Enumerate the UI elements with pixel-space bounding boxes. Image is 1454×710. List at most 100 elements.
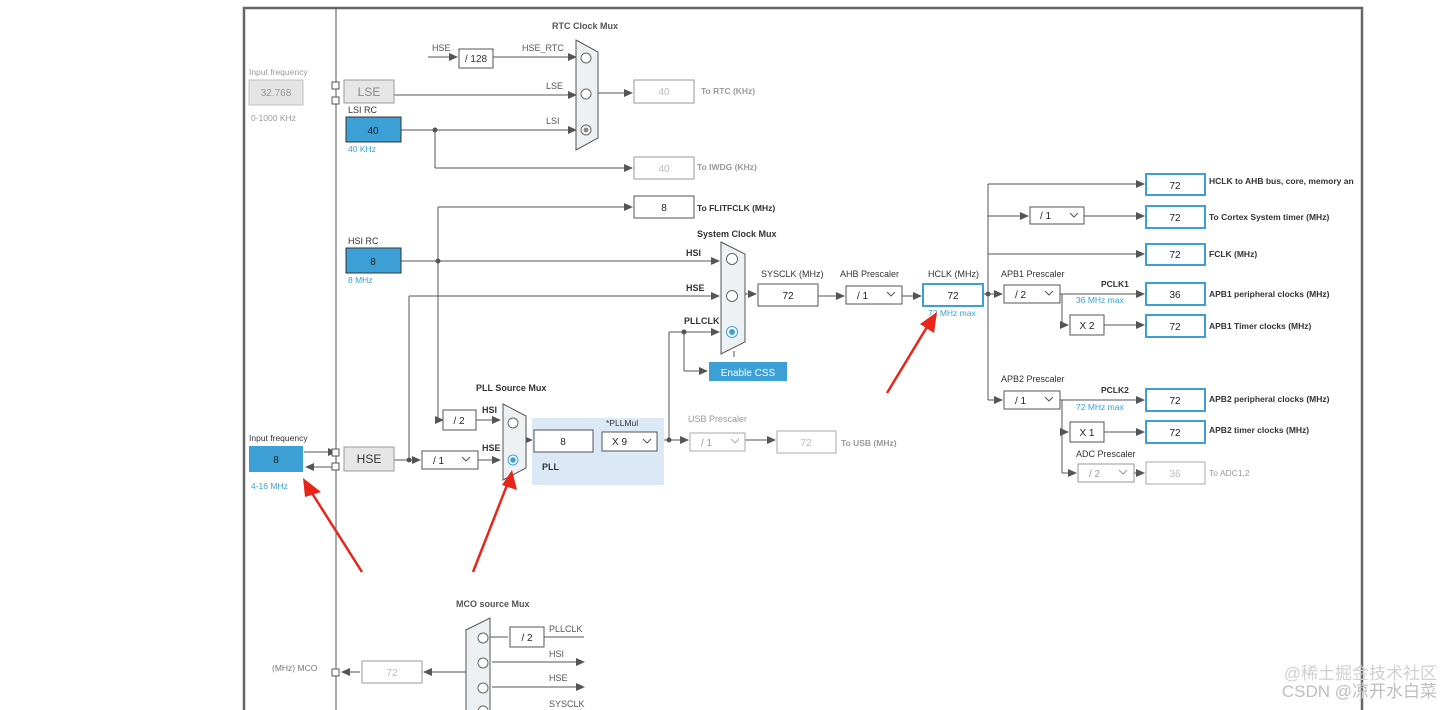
apb1-timer-multiplier — [1069, 314, 1105, 336]
hse-input-label: Input frequency — [249, 433, 308, 443]
red-arrow-head-hse-input — [303, 478, 321, 497]
lsi-line-label: LSI — [546, 116, 560, 126]
sys-mux-radio-hsi[interactable] — [726, 253, 738, 265]
apb1-multiplier-value: X 2 — [1079, 321, 1094, 332]
adc-chevron-down-icon — [1118, 469, 1128, 475]
enable-css-label: Enable CSS — [721, 368, 776, 379]
mco-radio-sysclk[interactable] — [477, 705, 489, 710]
apb1-timer-value: 72 — [1169, 322, 1181, 333]
adc-output-value: 36 — [1169, 469, 1181, 480]
apb1-prescaler-label: APB1 Prescaler — [1001, 269, 1065, 279]
pclk2-label: PCLK2 — [1101, 385, 1129, 395]
usb-output-box — [776, 430, 837, 454]
watermark-line2: CSDN @凉开水白菜 — [1282, 682, 1437, 701]
mco-label: (MHz) MCO — [272, 663, 318, 673]
apb1-max: 36 MHz max — [1076, 295, 1124, 305]
apb2-multiplier-value: X 1 — [1079, 428, 1094, 439]
pll-label: PLL — [542, 462, 560, 472]
pll-src-hse-label: HSE — [482, 443, 501, 453]
mco-sysclk-label: SYSCLK — [549, 699, 585, 709]
apb1-timer-box — [1145, 314, 1206, 338]
adc-prescaler-select[interactable] — [1077, 463, 1135, 483]
hse-range: 4-16 MHz — [251, 481, 288, 491]
adc-output-label: To ADC1,2 — [1209, 468, 1250, 478]
hse-prediv-value: / 1 — [433, 456, 445, 467]
apb1-prescaler-select[interactable] — [1003, 284, 1061, 304]
pll-source-mux[interactable] — [502, 403, 527, 481]
hsi-div2-value: / 2 — [453, 416, 465, 427]
mco-div2-value: / 2 — [521, 633, 533, 644]
fclk-value: 72 — [1169, 250, 1181, 261]
hsi-rc-unit: 8 MHz — [348, 275, 373, 285]
annotation-arrows — [308, 321, 932, 573]
mco-radio-pllclk[interactable] — [477, 632, 489, 644]
lsi-rc-value: 40 — [367, 126, 379, 137]
hsi-rc-block — [345, 247, 402, 274]
hclk-label: HCLK (MHz) — [928, 269, 979, 279]
apb1-periph-value: 36 — [1169, 290, 1181, 301]
hclk-max: 72 MHz max — [928, 308, 976, 318]
apb2-chevron-down-icon — [1044, 396, 1054, 402]
enable-css-button[interactable] — [709, 362, 787, 381]
apb2-periph-value: 72 — [1169, 396, 1181, 407]
cortex-timer-value: 72 — [1169, 213, 1181, 224]
flitfclk-label: To FLITFCLK (MHz) — [697, 203, 775, 213]
mco-radio-hsi[interactable] — [477, 657, 489, 669]
hse-input-frequency[interactable] — [249, 446, 303, 472]
rtc-mux-radio-lse[interactable] — [580, 88, 592, 100]
pll-mul-select[interactable] — [601, 431, 658, 452]
lse-input-frequency[interactable] — [248, 79, 304, 106]
rtc-hse-label: HSE — [432, 43, 451, 53]
lse-block — [343, 79, 395, 104]
div128-value: / 128 — [465, 54, 488, 65]
hse-input-value: 8 — [273, 455, 279, 466]
pll-src-radio-hsi[interactable] — [507, 417, 519, 429]
sys-mux-pllclk-label: PLLCLK — [684, 316, 720, 326]
red-arrow-head-pll-source — [502, 470, 517, 490]
pll-mul-label: *PLLMul — [606, 418, 638, 428]
cortex-timer-box — [1145, 205, 1206, 229]
adc-prescaler-value: / 2 — [1089, 469, 1101, 480]
iwdg-output-label: To IWDG (KHz) — [697, 162, 757, 172]
rtc-mux-radio-hse[interactable] — [580, 52, 592, 64]
mco-hse-label: HSE — [549, 673, 568, 683]
lse-input-value: 32.768 — [261, 88, 292, 99]
pll-source-mux-title: PLL Source Mux — [476, 383, 546, 393]
iwdg-output-box — [633, 156, 695, 180]
red-arrow-head-hclk — [920, 312, 937, 333]
fclk-box — [1145, 243, 1206, 266]
pll-input-box — [533, 429, 594, 453]
apb2-periph-box — [1145, 388, 1206, 412]
pclk1-label: PCLK1 — [1101, 279, 1129, 289]
apb1-prescaler-value: / 2 — [1015, 290, 1027, 301]
usb-output-label: To USB (MHz) — [841, 438, 897, 448]
hse-prediv-select[interactable] — [421, 450, 479, 470]
mco-output-value: 72 — [386, 668, 398, 679]
lse-line-label: LSE — [546, 81, 563, 91]
ahb-prescaler-select[interactable] — [845, 285, 903, 305]
ahb-prescaler-label: AHB Prescaler — [840, 269, 899, 279]
iwdg-output-value: 40 — [658, 164, 670, 175]
usb-prescaler-value: / 1 — [701, 438, 713, 449]
hsi-rc-value: 8 — [370, 257, 376, 268]
apb1-chevron-down-icon — [1044, 290, 1054, 296]
apb1-periph-box — [1145, 282, 1206, 306]
sys-mux-hse-label: HSE — [686, 283, 705, 293]
sysclk-label: SYSCLK (MHz) — [761, 269, 824, 279]
cortex-prescaler-select[interactable] — [1029, 206, 1085, 225]
mco-radio-hse[interactable] — [477, 682, 489, 694]
usb-output-value: 72 — [800, 438, 812, 449]
hsi-rc-title: HSI RC — [348, 236, 379, 246]
mco-pllclk-label: PLLCLK — [549, 624, 583, 634]
sysclk-value: 72 — [782, 291, 794, 302]
pll-mul-value: X 9 — [612, 437, 627, 448]
hclk-input[interactable] — [922, 283, 984, 307]
hse-prediv-chevron-down-icon — [461, 456, 471, 462]
mco-output-box — [361, 660, 423, 684]
sys-mux-radio-hse[interactable] — [726, 290, 738, 302]
apb2-prescaler-select[interactable] — [1003, 390, 1061, 410]
flitfclk-box — [633, 195, 695, 219]
ahb-chevron-down-icon — [886, 291, 896, 297]
rtc-mux-title: RTC Clock Mux — [552, 21, 618, 31]
usb-prescaler-select[interactable] — [689, 432, 746, 452]
